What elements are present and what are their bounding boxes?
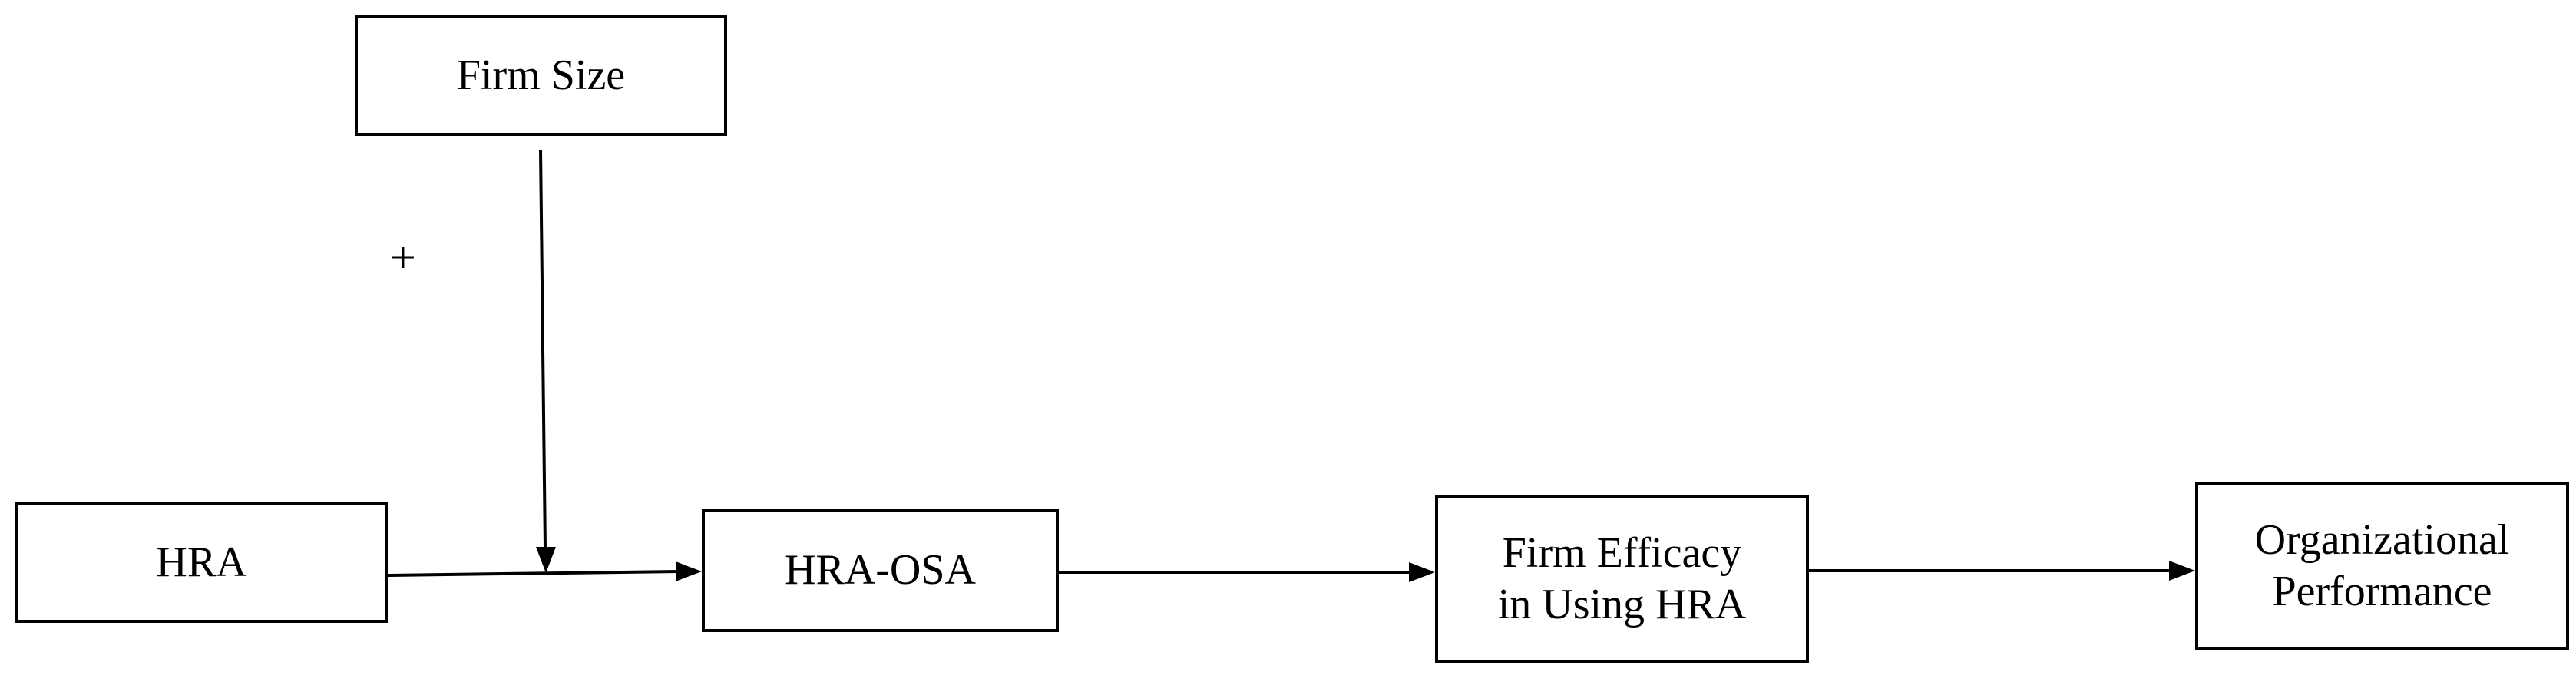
node-hra-label: HRA [156, 538, 247, 586]
node-hra-osa-label: HRA-OSA [785, 546, 976, 595]
arrow-firm-size-moderation [539, 149, 547, 549]
node-hra-osa: HRA-OSA [702, 509, 1059, 632]
moderation-sign: + [390, 232, 416, 283]
arrow-hra-to-hra-osa [387, 570, 680, 577]
node-firm-efficacy-line-1: Firm Efficacy [1502, 528, 1742, 577]
arrowhead-performance [2169, 561, 2195, 581]
node-organizational-performance: Organizational Performance [2195, 482, 2569, 650]
arrowhead-moderation [536, 547, 556, 573]
node-firm-efficacy-line-2: in Using HRA [1497, 581, 1747, 628]
arrowhead-efficacy [1409, 562, 1435, 582]
node-hra: HRA [15, 502, 388, 623]
arrowhead-hra-osa [676, 561, 702, 581]
node-firm-size-label: Firm Size [456, 51, 626, 99]
node-firm-size: Firm Size [355, 15, 727, 136]
node-org-performance-line-1: Organizational [2254, 515, 2510, 564]
node-firm-efficacy: Firm Efficacy in Using HRA [1435, 495, 1809, 663]
node-org-performance-line-2: Performance [2272, 568, 2492, 615]
